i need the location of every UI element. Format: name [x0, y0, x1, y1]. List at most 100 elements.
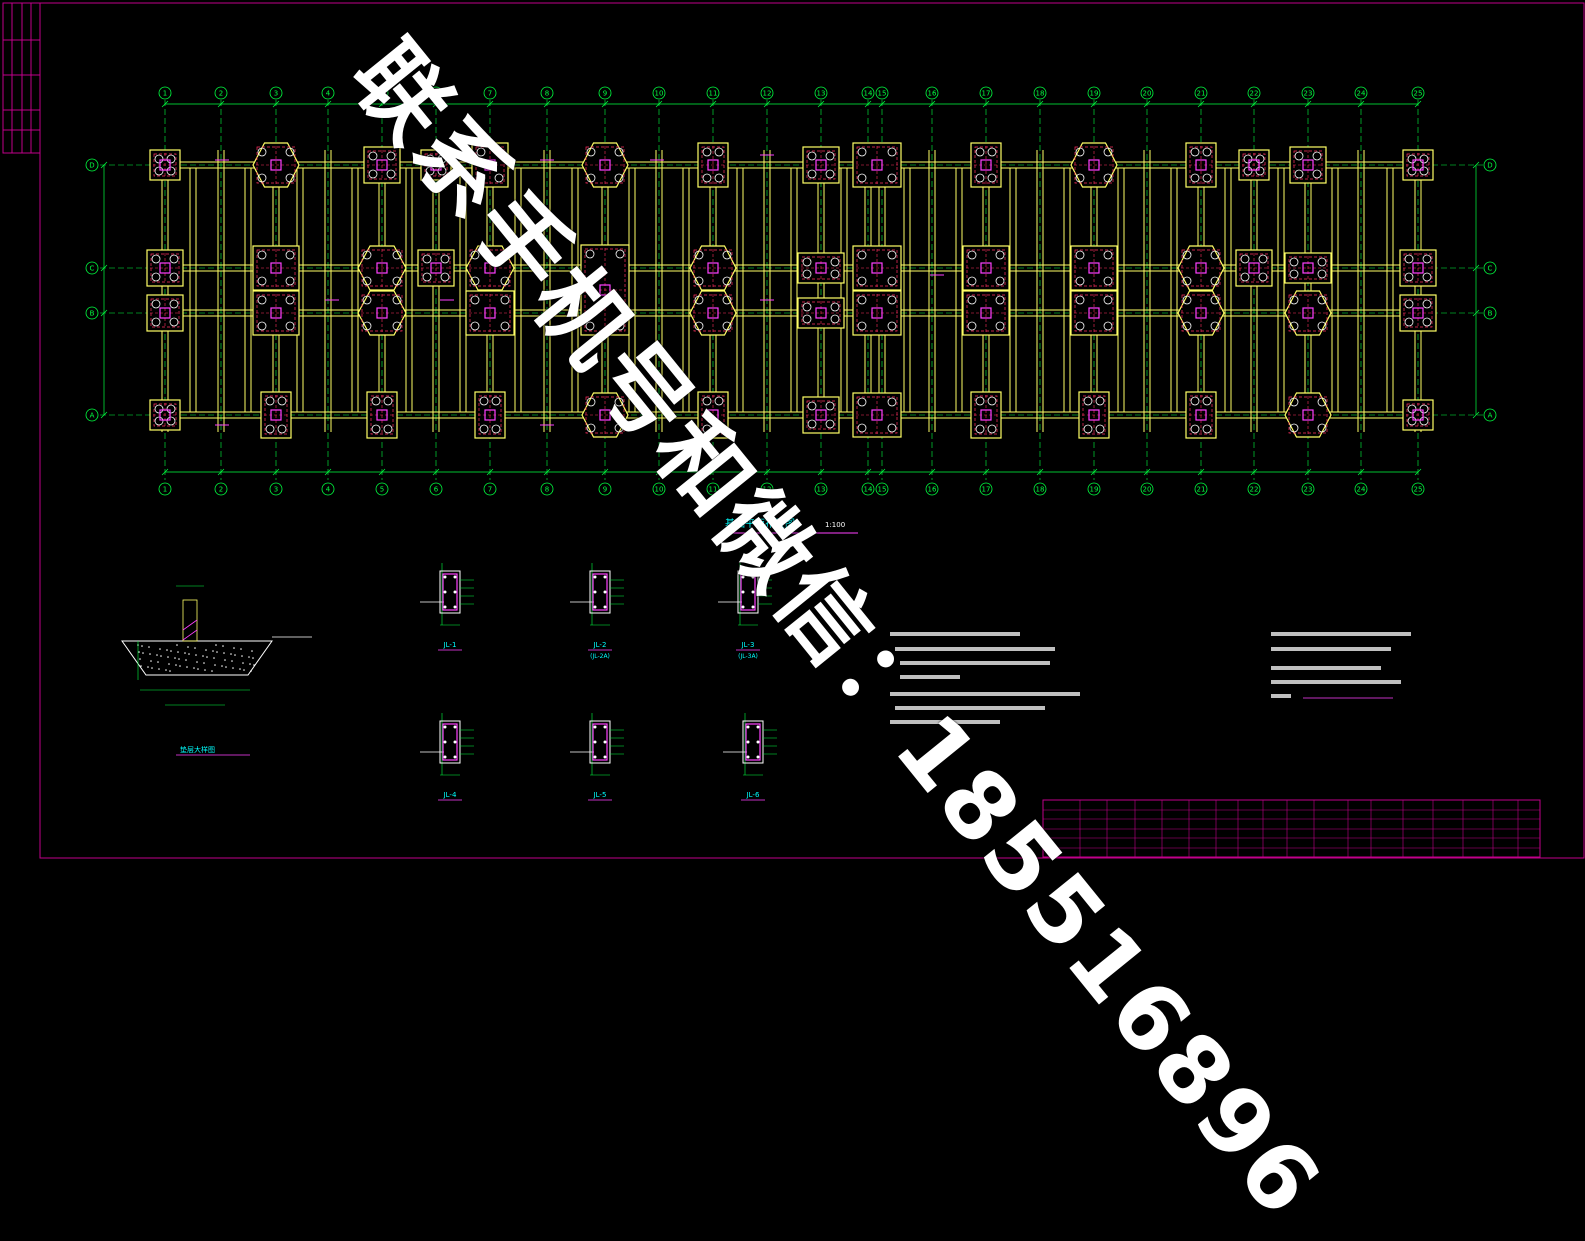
pile-circle — [615, 249, 625, 259]
dimension-tick — [878, 100, 886, 108]
aggregate-dot — [169, 670, 171, 672]
pile-circle — [987, 147, 997, 157]
column-stub — [1088, 159, 1100, 171]
section-outline — [439, 720, 461, 764]
pile-circle — [887, 276, 897, 286]
section-label: JL-2 — [593, 641, 607, 649]
pile-cap — [260, 391, 292, 439]
note-line — [895, 706, 1045, 710]
pile-circle — [166, 404, 176, 414]
axis-bubble-circle — [1033, 86, 1047, 100]
pile-cap — [802, 146, 840, 184]
axis-bubble-circle — [483, 86, 497, 100]
dimension-tick — [272, 468, 280, 476]
axis-bubble-circle — [861, 482, 875, 496]
pile-circle — [830, 302, 840, 312]
pile-circle — [1202, 147, 1212, 157]
axis-bubble: 10 — [652, 482, 666, 496]
axis-bubble: 21 — [1194, 86, 1208, 100]
pile-circle — [154, 416, 164, 426]
section-stirrup — [442, 573, 458, 611]
pile-circle — [362, 250, 372, 260]
aggregate-dot — [212, 650, 214, 652]
pile-circle — [491, 424, 501, 434]
pile-cap — [1284, 290, 1332, 336]
pile-circle — [151, 254, 161, 264]
section-outline — [439, 570, 461, 614]
pile-circle — [285, 276, 295, 286]
pile-cap — [465, 290, 515, 336]
pile-circle — [151, 317, 161, 327]
section-bar — [453, 740, 457, 744]
dimension-tick — [100, 264, 108, 272]
pile-circle — [1190, 396, 1200, 406]
aggregate-dot — [174, 657, 176, 659]
dimension-tick — [543, 100, 551, 108]
aggregate-dot — [205, 649, 207, 651]
pile-circle — [1404, 299, 1414, 309]
section-outline — [589, 570, 611, 614]
axis-label: D — [1487, 162, 1492, 170]
pile-circle — [1294, 151, 1304, 161]
pile-circle — [285, 295, 295, 305]
pile-circle — [1095, 396, 1105, 406]
aggregate-dot — [179, 665, 181, 667]
pile-circle — [714, 147, 724, 157]
pile-circle — [1407, 404, 1417, 414]
axis-bubble: B — [1483, 306, 1497, 320]
aggregate-dot — [230, 653, 232, 655]
beam-section: JL-5 — [570, 713, 624, 801]
column-stub — [980, 307, 992, 319]
dimension-tick — [486, 100, 494, 108]
dimension-tick — [864, 100, 872, 108]
bedding-detail-title: 垫层大样图 — [180, 745, 215, 754]
pile-circle — [825, 401, 835, 411]
pile-circle — [392, 276, 402, 286]
pile-circle — [383, 424, 393, 434]
pile-circle — [887, 250, 897, 260]
section-bar — [746, 725, 750, 729]
axis-bubble-circle — [652, 482, 666, 496]
section-sublabel: (JL-3A) — [738, 653, 758, 660]
axis-label: 24 — [1357, 486, 1366, 494]
aggregate-dot — [213, 657, 215, 659]
pile-circle — [500, 321, 510, 331]
dimension-tick — [378, 100, 386, 108]
axis-bubble: 9 — [598, 86, 612, 100]
pile-circle — [1317, 321, 1327, 331]
column-stub — [1088, 307, 1100, 319]
aggregate-dot — [195, 654, 197, 656]
section-label: JL-5 — [593, 791, 607, 799]
axis-bubble-circle — [85, 158, 99, 172]
axis-bubble: 25 — [1411, 86, 1425, 100]
axis-label: 20 — [1143, 90, 1152, 98]
pile-circle — [1075, 147, 1085, 157]
pile-cap — [581, 392, 629, 438]
pile-circle — [1407, 166, 1417, 176]
axis-bubble-circle — [214, 86, 228, 100]
axis-bubble: 4 — [321, 86, 335, 100]
axis-label: D — [89, 162, 94, 170]
pile-circle — [857, 147, 867, 157]
pile-circle — [857, 173, 867, 183]
pile-circle — [154, 166, 164, 176]
drawing-border — [39, 2, 1585, 859]
pile-circle — [257, 173, 267, 183]
aggregate-dot — [243, 669, 245, 671]
aggregate-dot — [221, 665, 223, 667]
pile-cap — [852, 245, 902, 291]
pile-circle — [154, 154, 164, 164]
dimension-tick — [1250, 468, 1258, 476]
axis-bubble: 25 — [1411, 482, 1425, 496]
pile-circle — [169, 254, 179, 264]
pad-hatch — [182, 629, 198, 641]
pile-circle — [1202, 396, 1212, 406]
dimension-tick — [655, 468, 663, 476]
aggregate-dot — [177, 651, 179, 653]
dimension-tick — [709, 468, 717, 476]
pile-circle — [1182, 295, 1192, 305]
pile-circle — [1083, 396, 1093, 406]
axis-bubble: 22 — [1247, 482, 1261, 496]
axis-bubble-circle — [1087, 86, 1101, 100]
axis-label: 18 — [1036, 90, 1045, 98]
